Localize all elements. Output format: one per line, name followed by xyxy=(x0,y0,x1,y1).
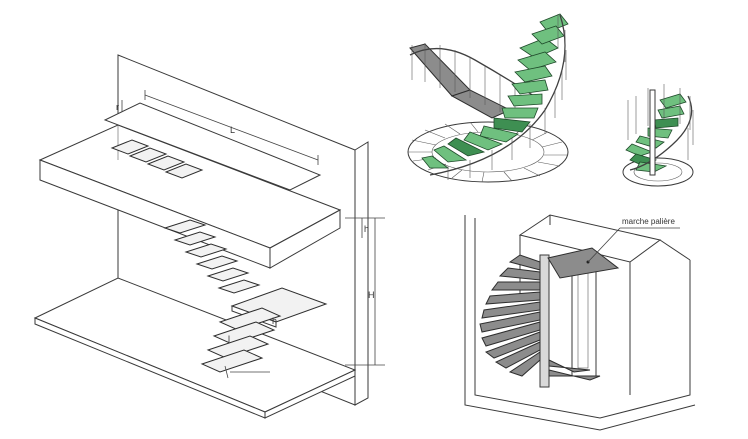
dim-small-label-3: l xyxy=(228,334,230,344)
straight-stair-diagram: L H h r h l xyxy=(33,54,385,419)
dim-width-label: L xyxy=(230,125,235,135)
upper-treads xyxy=(110,139,204,179)
spiral-stair-small xyxy=(622,84,694,187)
dim-riser-label: h xyxy=(364,224,369,234)
central-column xyxy=(539,254,550,388)
spiral-green-treads xyxy=(421,13,569,169)
dim-small-label-1: r xyxy=(116,102,119,112)
spiral-stairwell-diagram: marche palière xyxy=(464,214,696,431)
stair-opening xyxy=(103,102,322,191)
side-wall-edge xyxy=(354,141,369,406)
lower-treads xyxy=(200,307,282,373)
landing-callout-label: marche palière xyxy=(622,217,675,226)
dim-small-label-2: h xyxy=(272,316,277,326)
spiral-dark-treads xyxy=(479,254,601,381)
spiral-stair-large xyxy=(407,13,569,183)
landing-tread xyxy=(547,247,620,279)
dim-height-label: H xyxy=(368,290,375,300)
middle-treads xyxy=(163,219,261,294)
callout-leader xyxy=(587,227,621,263)
